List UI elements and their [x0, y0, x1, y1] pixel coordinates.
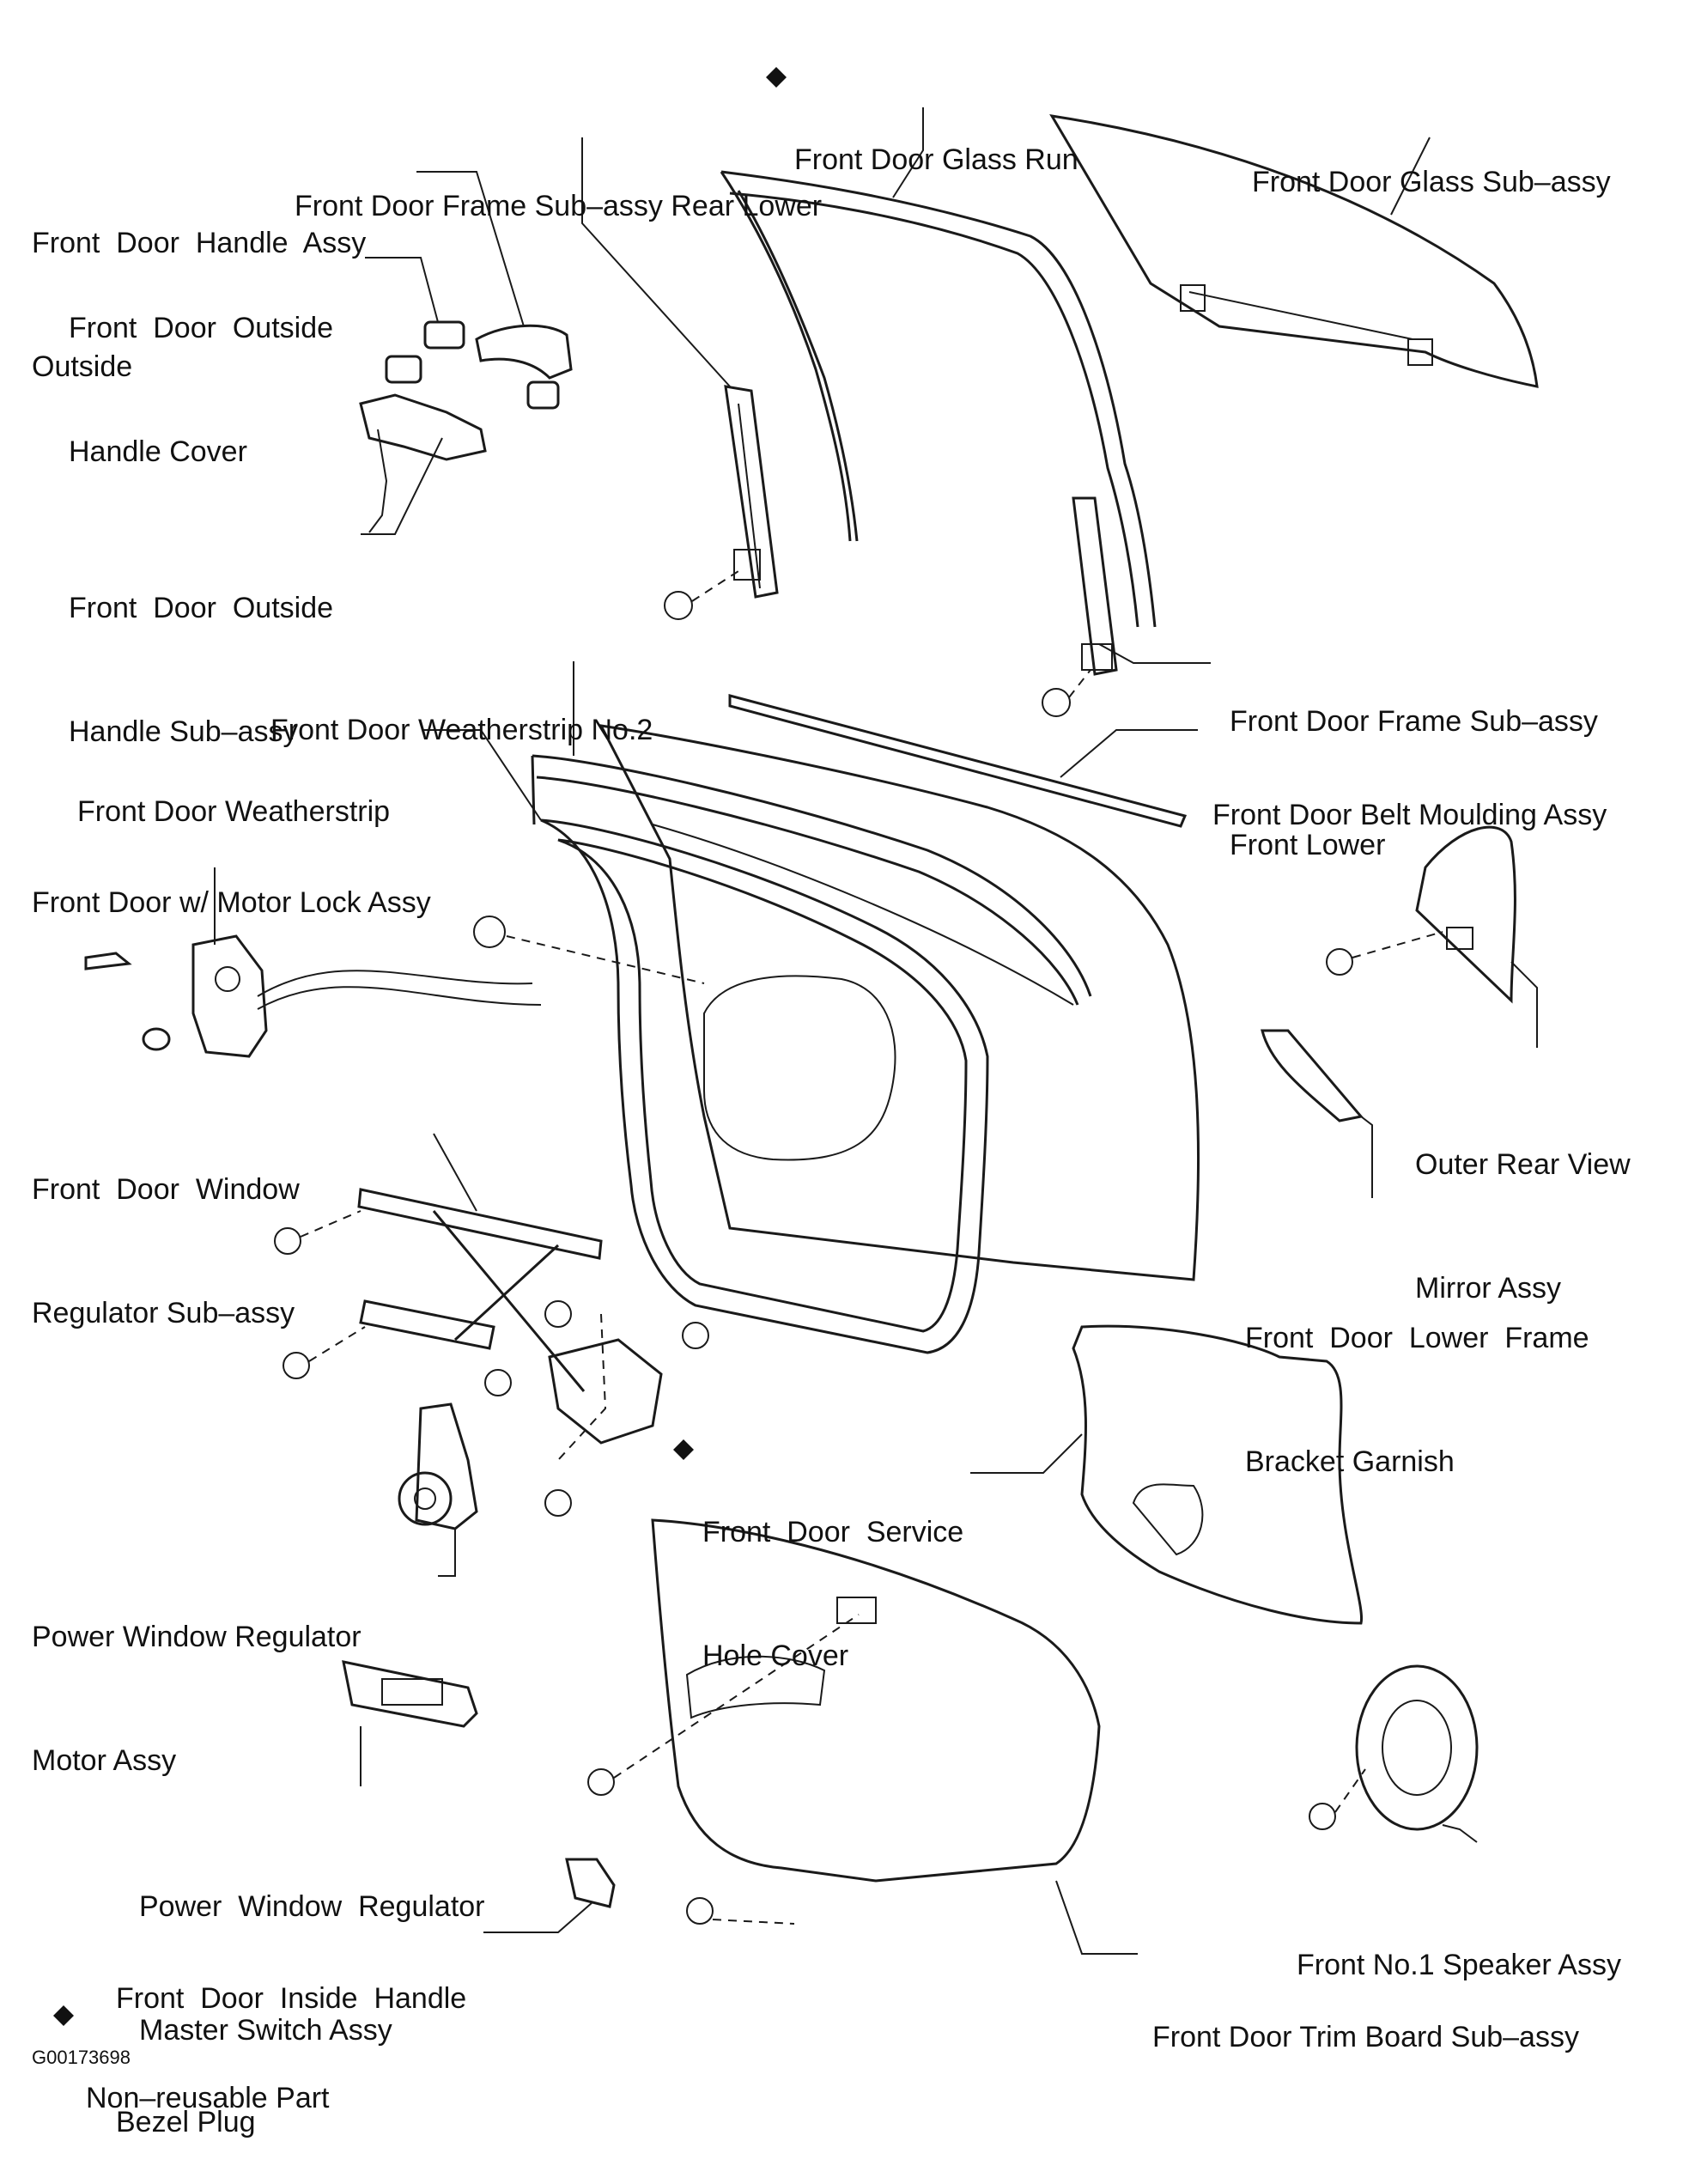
- front-door-glass-run: [720, 170, 1157, 628]
- label-front-door-weatherstrip-no2: Front Door Weatherstrip No.2: [270, 714, 653, 746]
- label-front-door-motor-lock: Front Door w/ Motor Lock Assy: [32, 886, 431, 919]
- label-front-door-trim-board: Front Door Trim Board Sub–assy: [1152, 2021, 1579, 2053]
- front-door-window-regulator: [274, 1188, 709, 1517]
- front-no1-speaker: [1309, 1664, 1479, 1831]
- label-front-door-lower-frame-bracket: Front Door Lower Frame Bracket Garnish: [1245, 1322, 1589, 1478]
- front-door-motor-lock: [84, 916, 705, 1058]
- figure-code: G00173698: [32, 2047, 131, 2068]
- power-window-regulator-motor: [398, 1402, 478, 1530]
- label-front-door-frame-rear-lower: Front Door Frame Sub–assy Rear Lower: [295, 190, 823, 222]
- front-door-weatherstrip-no2: [531, 754, 1092, 1006]
- front-door-belt-moulding: [728, 694, 1188, 828]
- label-power-window-master-switch: Power Window Regulator Master Switch Ass…: [139, 1890, 485, 2047]
- front-door-panel: [598, 724, 1200, 1281]
- front-door-service-hole-cover: [1072, 1324, 1364, 1625]
- leader-lines: [214, 107, 1538, 1955]
- label-front-door-outside-handle-sub-assy: Front Door Outside Handle Sub–assy: [69, 592, 334, 748]
- outside-handle-group: [359, 320, 573, 533]
- power-window-master-switch: [342, 1660, 478, 1728]
- front-door-glass-sub-assy: [1049, 114, 1539, 388]
- label-front-door-weatherstrip: Front Door Weatherstrip: [77, 795, 391, 828]
- front-door-weatherstrip: [540, 818, 989, 1354]
- diagram-drawing: [53, 67, 1539, 2026]
- front-door-inside-handle-bezel-plug: [565, 1614, 860, 1925]
- label-front-door-service-hole-cover: Front Door Service Hole Cover: [702, 1516, 964, 1672]
- front-door-lower-frame-bracket-garnish: [1261, 1029, 1364, 1122]
- non-reusable-marker-glass-run: [766, 67, 787, 88]
- label-front-no1-speaker: Front No.1 Speaker Assy: [1297, 1949, 1621, 1981]
- front-door-frame-front-lower: [1042, 496, 1118, 717]
- label-front-door-outside-handle-cover: Front Door Outside Handle Cover: [69, 312, 334, 468]
- label-front-door-belt-moulding: Front Door Belt Moulding Assy: [1212, 799, 1607, 831]
- label-power-window-regulator-motor: Power Window Regulator Motor Assy: [32, 1621, 362, 1777]
- label-front-door-handle-assy-outside: Front Door Handle Assy Outside: [32, 227, 367, 383]
- label-front-door-frame-front-lower: Front Door Frame Sub–assy Front Lower: [1230, 705, 1598, 861]
- label-front-door-window-regulator: Front Door Window Regulator Sub–assy: [32, 1173, 300, 1329]
- outer-rear-view-mirror: [1326, 825, 1516, 1004]
- label-outer-rear-view-mirror: Outer Rear View Mirror Assy: [1415, 1148, 1631, 1305]
- front-door-frame-rear-lower: [664, 385, 779, 620]
- non-reusable-marker-service-hole: [673, 1439, 694, 1460]
- non-reusable-legend-marker: [53, 2005, 74, 2026]
- exploded-parts-diagram: Front Door Glass Run Front Door Glass Su…: [32, 67, 1631, 2138]
- label-front-door-glass-sub-assy: Front Door Glass Sub–assy: [1252, 166, 1611, 198]
- label-front-door-glass-run: Front Door Glass Run: [794, 143, 1078, 176]
- legend-non-reusable-part: Non–reusable Part: [86, 2082, 330, 2114]
- front-door-trim-board: [651, 1518, 1101, 1883]
